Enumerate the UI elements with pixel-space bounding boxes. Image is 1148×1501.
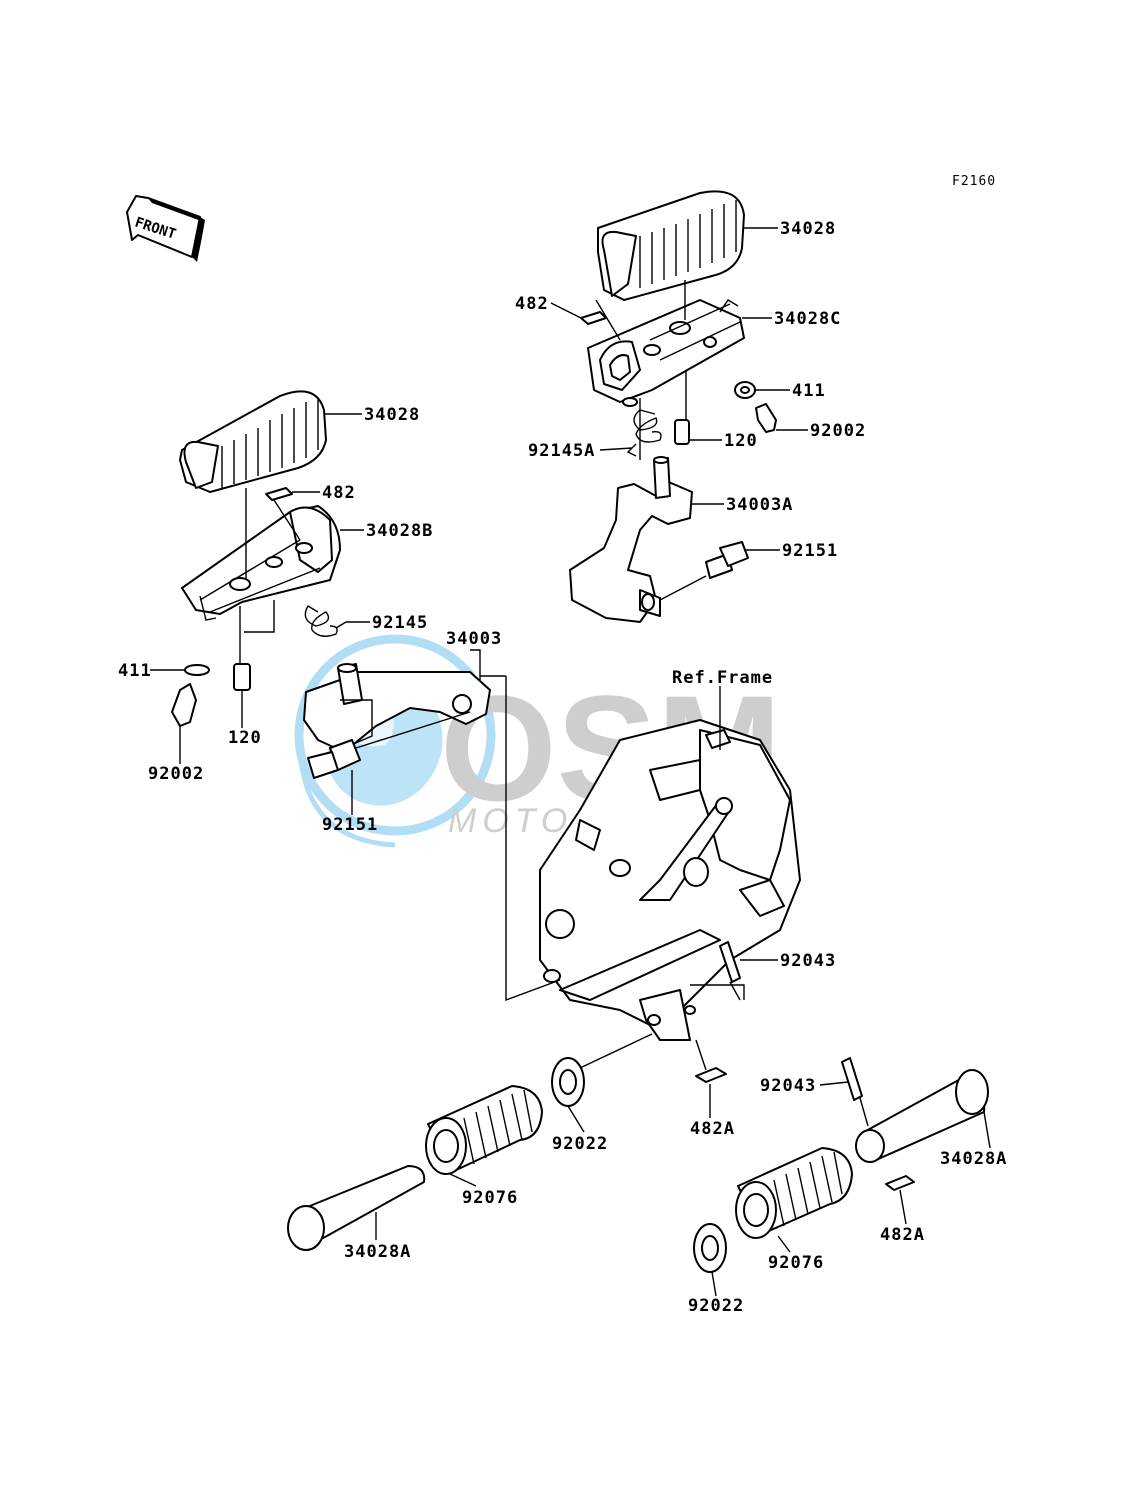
label-l-120: 120 xyxy=(228,728,262,748)
label-rubber-r: 92076 xyxy=(768,1253,825,1273)
right-footpeg-rubber xyxy=(597,190,745,301)
label-clip-r: 482A xyxy=(880,1225,925,1245)
right-holder-bolt-92151 xyxy=(705,541,749,579)
label-clip-frame: 482A xyxy=(690,1119,735,1139)
figure-code: F2160 xyxy=(952,174,997,189)
label-rubber-l: 92076 xyxy=(462,1188,519,1208)
left-footpeg-rubber xyxy=(179,390,327,493)
left-footpeg-bracket xyxy=(181,505,341,621)
label-l-spring: 92145 xyxy=(372,613,429,633)
left-peg-120-pin xyxy=(233,663,251,691)
frame-clip-482A xyxy=(695,1067,727,1083)
right-footpeg-holder xyxy=(569,456,693,623)
left-peg-411-washer xyxy=(184,664,210,676)
right-rod-34028A xyxy=(855,1069,989,1163)
label-frame-pin: 92043 xyxy=(780,951,837,971)
label-rod-l: 34028A xyxy=(344,1242,412,1262)
right-peg-92002-bolt xyxy=(755,403,777,433)
label-l-holder: 34003 xyxy=(446,629,503,649)
label-pin-r: 92043 xyxy=(760,1076,817,1096)
label-rod-r: 34028A xyxy=(940,1149,1008,1169)
label-r-peg-482: 482 xyxy=(515,294,549,314)
right-pin-92043 xyxy=(841,1057,863,1101)
label-washer-l: 92022 xyxy=(552,1134,609,1154)
label-ref-frame: Ref.Frame xyxy=(672,668,774,688)
label-r-peg-bracket: 34028C xyxy=(774,309,842,329)
left-peg-482-clip xyxy=(265,487,293,501)
reference-frame xyxy=(539,719,801,1041)
label-r-peg-rubber: 34028 xyxy=(780,219,837,239)
frame-pin-92043 xyxy=(719,941,741,983)
label-l-peg-482: 482 xyxy=(322,483,356,503)
right-peg-411-washer xyxy=(734,381,756,399)
right-footpeg-bracket xyxy=(587,299,745,407)
left-footpeg-holder xyxy=(303,663,491,753)
right-clip-482A xyxy=(885,1175,915,1191)
right-peg-120-pin xyxy=(674,419,690,445)
label-r-peg-92002: 92002 xyxy=(810,421,867,441)
left-rubber-92076 xyxy=(425,1085,543,1175)
right-peg-482-clip xyxy=(580,311,607,325)
front-direction-arrow: FRONT xyxy=(126,195,205,262)
label-r-peg-120: 120 xyxy=(724,431,758,451)
leader-lines xyxy=(150,227,991,1297)
left-spring-92145 xyxy=(304,605,347,637)
label-l-92002: 92002 xyxy=(148,764,205,784)
label-l-peg-bracket: 34028B xyxy=(366,521,434,541)
left-peg-92002-bolt xyxy=(171,683,197,727)
label-r-peg-spring: 92145A xyxy=(528,441,596,461)
label-r-bolt: 92151 xyxy=(782,541,839,561)
label-l-peg-rubber: 34028 xyxy=(364,405,421,425)
label-washer-r: 92022 xyxy=(688,1296,745,1316)
right-spring-92145A xyxy=(626,409,662,457)
label-r-peg-411: 411 xyxy=(792,381,826,401)
label-r-holder: 34003A xyxy=(726,495,794,515)
left-washer-92022 xyxy=(551,1057,585,1107)
label-l-411: 411 xyxy=(118,661,152,681)
label-l-bolt: 92151 xyxy=(322,815,379,835)
left-rod-34028A xyxy=(287,1165,426,1251)
right-rubber-92076 xyxy=(735,1147,853,1239)
left-holder-bolt-92151 xyxy=(307,739,361,779)
right-washer-92022 xyxy=(693,1223,727,1273)
